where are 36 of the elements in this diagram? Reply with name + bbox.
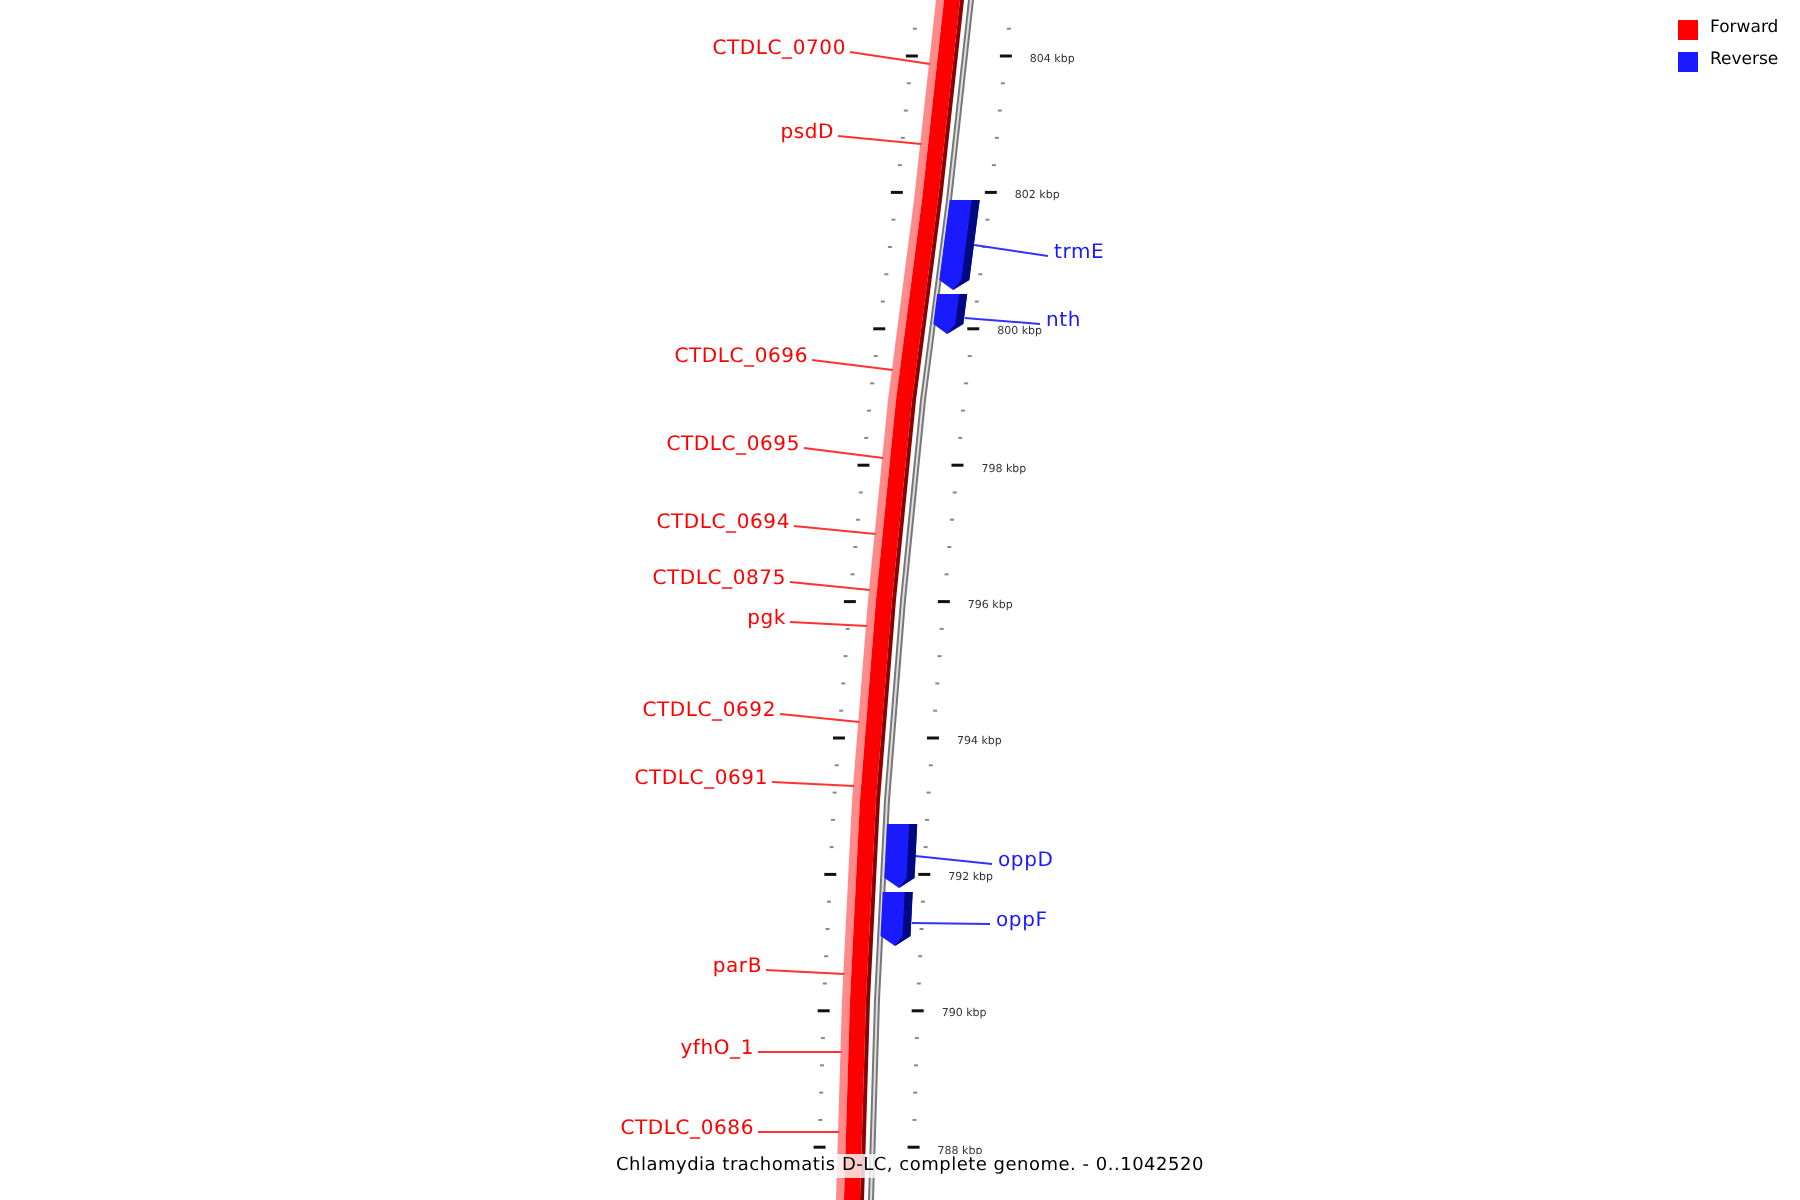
- leader-line: [837, 135, 923, 145]
- leader-line: [910, 922, 991, 925]
- gene-label: yfhO_1: [680, 1038, 754, 1062]
- leader-line: [765, 969, 846, 975]
- gene-label: CTDLC_0694: [656, 512, 790, 536]
- leader-line: [789, 621, 868, 627]
- leader-line: [789, 581, 871, 591]
- gene-label: CTDLC_0691: [634, 768, 768, 792]
- leader-line: [803, 447, 885, 459]
- leader-line: [963, 317, 1041, 325]
- gene-label: CTDLC_0875: [652, 568, 786, 592]
- gene-arrow: [879, 824, 923, 890]
- gene-label: psdD: [780, 122, 834, 146]
- leader-line: [757, 1131, 841, 1133]
- leader-line: [973, 244, 1049, 257]
- leader-line: [914, 855, 993, 865]
- caption: Chlamydia trachomatis D-LC, complete genome. - 0..1042520: [616, 1154, 1204, 1178]
- gene-label: oppF: [996, 910, 1048, 934]
- gene-label: CTDLC_0686: [620, 1118, 754, 1142]
- legend-label: Reverse: [1710, 50, 1779, 72]
- gene-label: pgk: [747, 608, 786, 632]
- gene-label: nth: [1046, 310, 1081, 334]
- leader-line: [849, 51, 931, 65]
- gene-label: trmE: [1054, 242, 1105, 266]
- gene-label: parB: [712, 956, 762, 980]
- leader-line: [757, 1051, 843, 1053]
- gene-label: oppD: [998, 850, 1054, 874]
- leader-line: [779, 713, 861, 723]
- gene-label: CTDLC_0696: [674, 346, 808, 370]
- leader-line: [811, 359, 894, 371]
- gene-label: CTDLC_0700: [712, 38, 846, 62]
- leader-line: [771, 781, 856, 787]
- gene-label: CTDLC_0692: [642, 700, 776, 724]
- leader-line: [793, 525, 877, 535]
- legend-label: Forward: [1710, 18, 1779, 40]
- gene-label: CTDLC_0695: [666, 434, 800, 458]
